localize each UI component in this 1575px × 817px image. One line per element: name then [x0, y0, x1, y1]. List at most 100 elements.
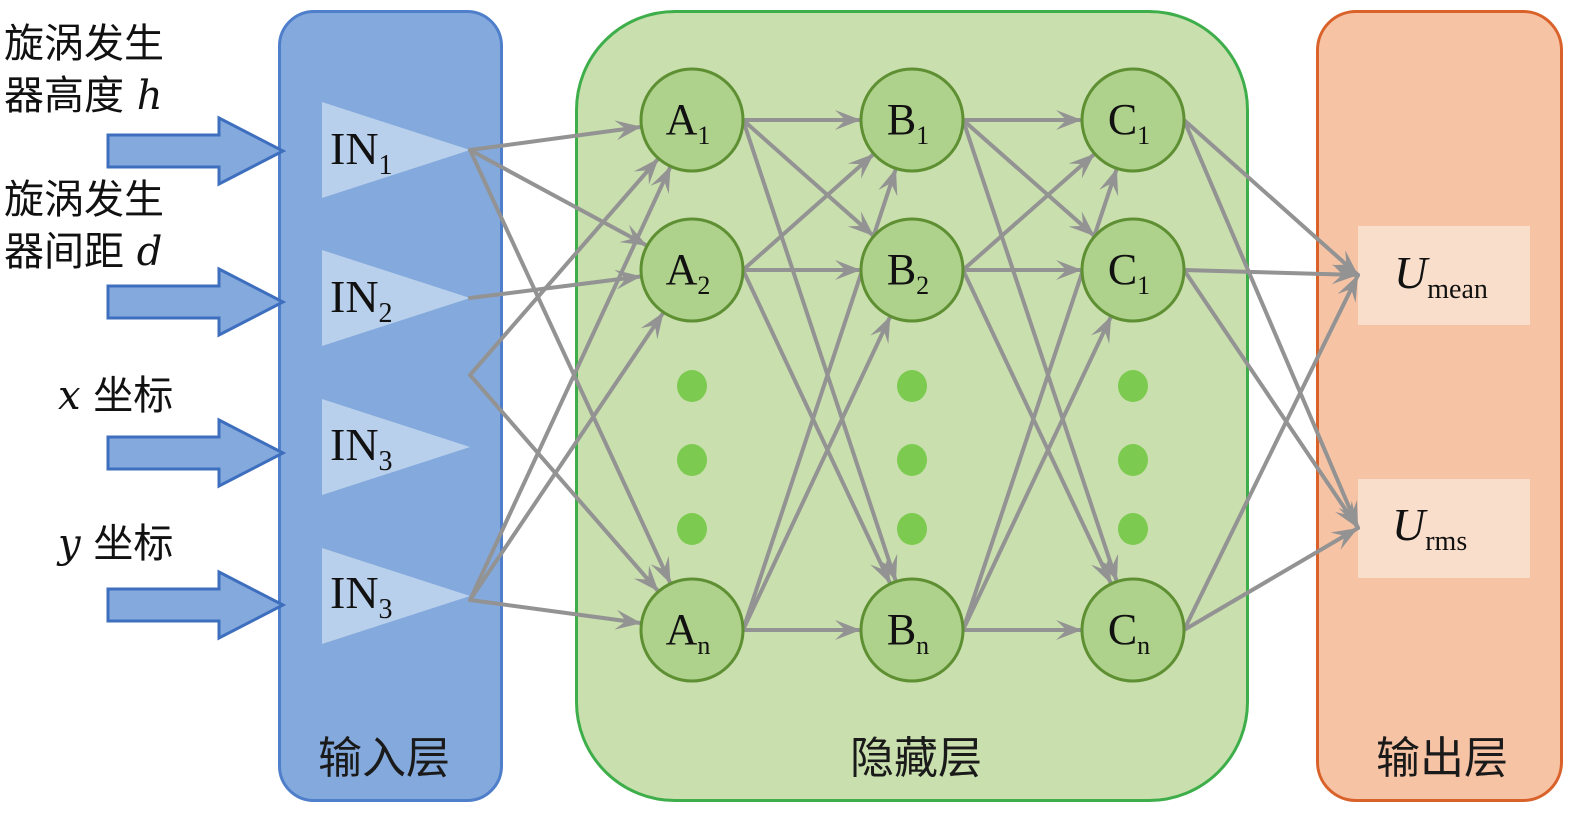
hidden-node-c-1: C1: [1080, 67, 1186, 173]
input-arrow-icon: [106, 266, 287, 338]
input-label-line2: 坐标: [93, 373, 174, 419]
hidden-node-a-2: A2: [639, 217, 745, 323]
hidden-node-c-1: C1: [1080, 217, 1186, 323]
node-label: B2: [887, 245, 929, 300]
ellipsis-dot: [677, 513, 707, 545]
output-box-urms: [1358, 479, 1530, 578]
input-to-hidden-edge: [468, 310, 666, 602]
output-main: U: [1392, 499, 1426, 550]
hidden-edge: [741, 314, 893, 632]
node-label: C1: [1108, 95, 1150, 150]
hidden-edge: [741, 110, 863, 130]
hidden-edge: [741, 151, 876, 272]
node-label: Bn: [887, 605, 929, 660]
input-node-main: IN: [330, 567, 379, 618]
input-to-hidden-edge: [468, 598, 644, 630]
output-layer-panel: [1316, 10, 1563, 802]
input-neuron-triangle: [322, 102, 470, 198]
input-node-sub: 3: [378, 594, 393, 625]
input-variable: h: [136, 73, 163, 119]
hidden-to-output-edge: [1182, 526, 1360, 632]
input-node-label: IN3: [330, 418, 393, 477]
input-arrow-icon: [106, 417, 287, 489]
hidden-edge: [961, 260, 1084, 280]
input-variable: y: [58, 521, 81, 567]
input-arrow-icon: [106, 569, 287, 641]
hidden-edge: [961, 620, 1084, 640]
hidden-node-a-1: A1: [639, 67, 745, 173]
input-node-label: IN1: [330, 122, 393, 181]
ellipsis-dot: [677, 444, 707, 476]
input-label-x: x 坐标: [58, 370, 173, 422]
hidden-to-output-edge: [1182, 118, 1360, 277]
input-label-spacing: 旋涡发生 器间距 d: [4, 174, 164, 278]
output-main: U: [1394, 247, 1428, 298]
input-to-hidden-edge: [468, 148, 650, 248]
input-to-hidden-edge: [468, 120, 644, 152]
hidden-edge: [741, 260, 863, 280]
input-neuron-triangle: [322, 548, 470, 644]
input-node-label: IN2: [330, 270, 393, 329]
input-node-label: IN3: [330, 566, 393, 625]
hidden-edge: [741, 268, 893, 586]
output-box-umean: [1358, 226, 1530, 325]
input-node-main: IN: [330, 419, 379, 470]
input-to-hidden-edge: [468, 148, 673, 586]
ellipsis-dot: [1118, 513, 1148, 545]
ellipsis-dot: [897, 444, 927, 476]
node-label: A2: [666, 245, 711, 300]
node-label: Cn: [1108, 605, 1150, 660]
hidden-edge: [961, 151, 1097, 272]
input-node-main: IN: [330, 123, 379, 174]
ellipsis-dot: [677, 370, 707, 402]
hidden-to-output-edge: [1182, 268, 1360, 530]
output-label-urms: Urms: [1392, 498, 1467, 557]
hidden-node-b-n: Bn: [859, 577, 965, 683]
input-neuron-triangle: [322, 399, 470, 495]
hidden-edge: [961, 118, 1097, 239]
hidden-edge: [961, 268, 1114, 586]
input-to-hidden-edge: [468, 164, 673, 602]
input-to-hidden-edge: [468, 373, 661, 594]
hidden-to-output-edge: [1182, 264, 1360, 285]
input-label-height: 旋涡发生 器高度 h: [4, 18, 164, 122]
node-label: An: [666, 605, 711, 660]
input-label-line1: 旋涡发生: [4, 21, 164, 67]
input-label-line1: 旋涡发生: [4, 177, 164, 223]
input-label-line2: 坐标: [93, 521, 174, 567]
hidden-edge: [741, 118, 876, 239]
output-layer-label: 输出层: [1376, 733, 1508, 784]
ellipsis-dot: [897, 513, 927, 545]
output-sub: rms: [1425, 526, 1468, 557]
input-variable: x: [58, 373, 81, 419]
output-sub: mean: [1427, 274, 1488, 305]
input-label-line2: 器高度: [4, 73, 124, 119]
hidden-node-a-n: An: [639, 577, 745, 683]
input-arrow-icon: [106, 115, 287, 187]
input-node-sub: 3: [378, 446, 393, 477]
input-node-main: IN: [330, 271, 379, 322]
input-to-hidden-edge: [468, 156, 661, 377]
node-label: A1: [666, 95, 711, 150]
node-label: B1: [887, 95, 929, 150]
ellipsis-dot: [897, 370, 927, 402]
output-label-umean: Umean: [1394, 246, 1488, 305]
hidden-edge: [961, 110, 1084, 130]
input-node-sub: 1: [378, 150, 393, 181]
input-variable: d: [136, 229, 163, 275]
input-label-y: y 坐标: [58, 518, 173, 570]
hidden-edge: [741, 620, 863, 640]
input-node-sub: 2: [378, 298, 393, 329]
hidden-to-output-edge: [1182, 273, 1360, 632]
hidden-node-b-2: B2: [859, 217, 965, 323]
hidden-node-c-n: Cn: [1080, 577, 1186, 683]
hidden-layer-label: 隐藏层: [850, 733, 982, 784]
hidden-node-b-1: B1: [859, 67, 965, 173]
input-layer-label: 输入层: [318, 733, 450, 784]
node-label: C1: [1108, 245, 1150, 300]
hidden-edge: [961, 314, 1114, 632]
input-neuron-triangle: [322, 250, 470, 346]
ellipsis-dot: [1118, 370, 1148, 402]
ellipsis-dot: [1118, 444, 1148, 476]
